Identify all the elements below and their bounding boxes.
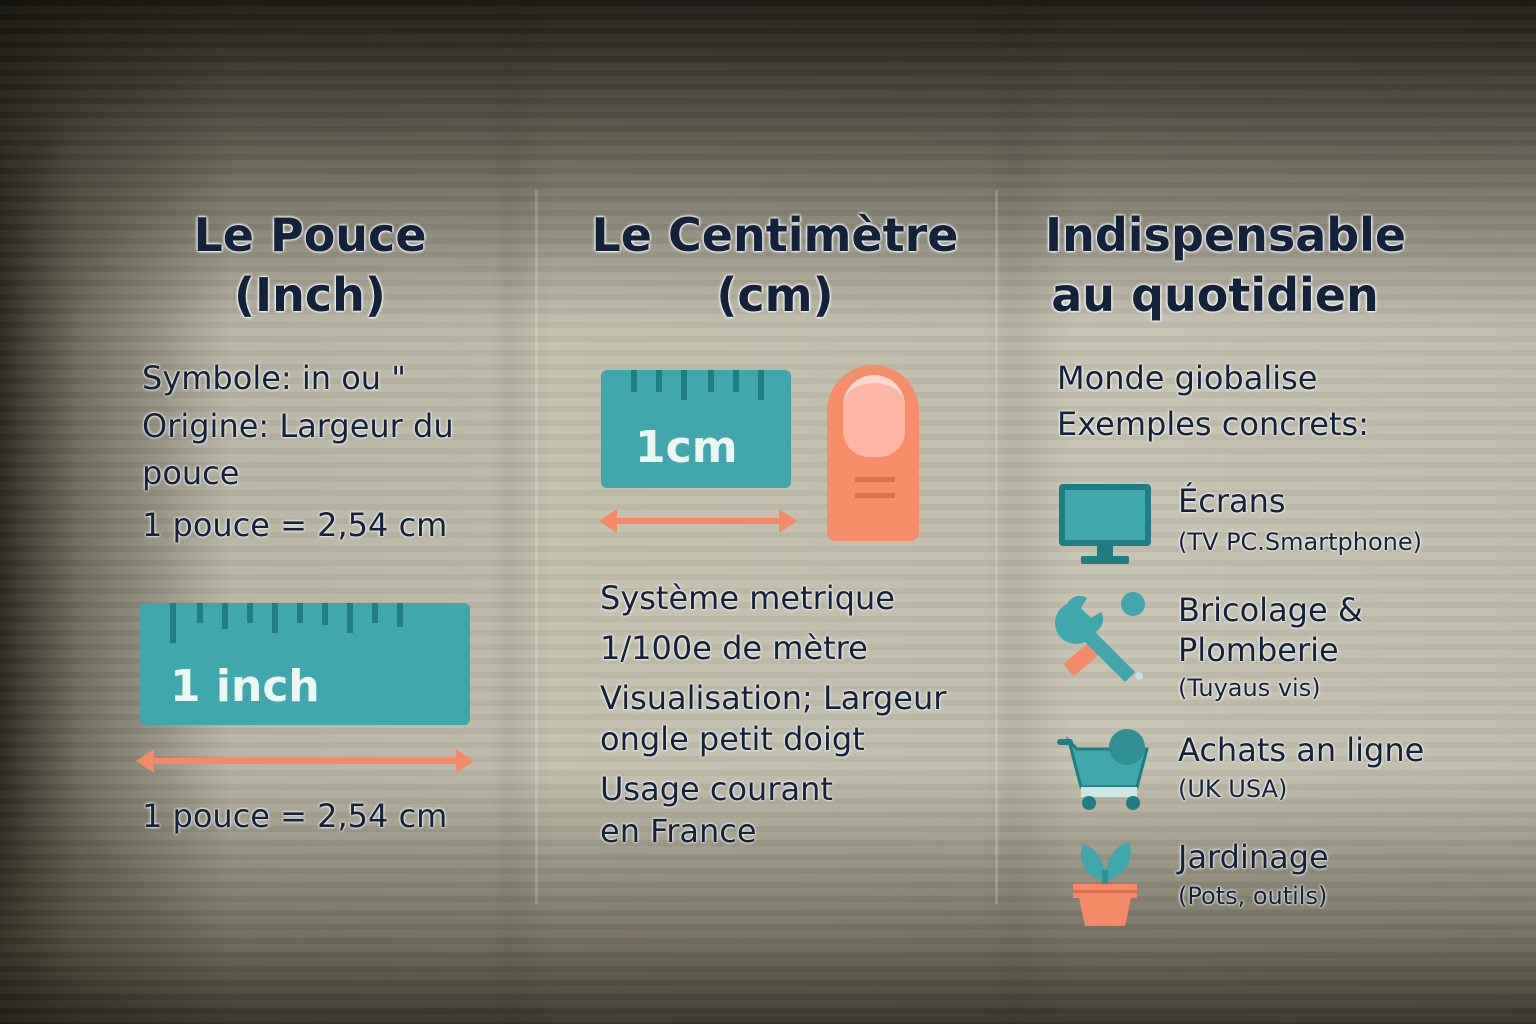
title-line: Indispensable xyxy=(1045,208,1407,262)
daily-intro: Monde giobalise Exemples concrets: xyxy=(1057,355,1369,448)
tools-icon xyxy=(1055,592,1145,682)
ruler-label: 1cm xyxy=(635,422,738,473)
example-title: Achats an ligne xyxy=(1178,731,1425,769)
ruler-tick xyxy=(347,603,353,633)
ruler-tick xyxy=(681,370,687,400)
example-subtitle: (TV PC.Smartphone) xyxy=(1178,528,1422,556)
example-diy-plumbing: Bricolage & Plomberie (Tuyaus vis) xyxy=(1045,590,1465,710)
column-title: Le Pouce (Inch) xyxy=(130,205,490,325)
ruler-tick xyxy=(733,370,739,392)
ruler-tick xyxy=(247,603,253,623)
column-divider xyxy=(995,190,998,904)
example-title: Bricolage & Plomberie xyxy=(1178,590,1363,670)
example-title: Écrans xyxy=(1178,482,1286,520)
ruler-tick xyxy=(297,603,303,623)
ruler-tick xyxy=(170,603,176,643)
column-daily-use: Indispensable au quotidien Monde giobali… xyxy=(1045,205,1465,926)
title-line: Plomberie xyxy=(1178,631,1339,669)
title-line: Bricolage & xyxy=(1178,591,1363,629)
example-subtitle: (Pots, outils) xyxy=(1178,882,1328,910)
ruler-tick xyxy=(372,603,378,623)
column-divider xyxy=(535,190,538,904)
column-title: Indispensable au quotidien xyxy=(1045,205,1407,325)
ruler-tick xyxy=(222,603,228,629)
knuckle-line xyxy=(855,493,895,498)
monitor-icon xyxy=(1059,484,1151,564)
ruler-label: 1 inch xyxy=(170,661,320,712)
ruler-tick xyxy=(322,603,328,625)
example-title: Jardinage xyxy=(1178,838,1329,876)
ruler-tick xyxy=(197,603,203,623)
fact-conversion: 1 pouce = 2,54 cm xyxy=(142,506,448,545)
inch-facts: Symbole: in ou " Origine: Largeur du pou… xyxy=(142,355,502,549)
cm-facts: Système metrique 1/100e de mètre Visuali… xyxy=(600,575,980,852)
inch-caption: 1 pouce = 2,54 cm xyxy=(142,797,448,835)
fact-usage-cont: en France xyxy=(600,811,757,850)
example-gardening: Jardinage (Pots, outils) xyxy=(1045,830,1465,930)
ruler-tick xyxy=(272,603,278,633)
ruler-tick xyxy=(631,370,637,392)
fact-system: Système metrique xyxy=(600,579,895,617)
title-line: au quotidien xyxy=(1051,268,1379,322)
ruler-tick xyxy=(708,370,714,392)
finger-icon xyxy=(827,365,919,541)
ruler-icon: 1cm xyxy=(601,370,791,488)
double-arrow-icon xyxy=(599,509,797,533)
fact-fraction: 1/100e de mètre xyxy=(600,629,868,668)
title-line: (Inch) xyxy=(234,268,386,322)
ruler-tick xyxy=(656,370,662,392)
intro-globalised: Monde giobalise xyxy=(1057,359,1318,397)
plant-pot-icon xyxy=(1073,842,1137,926)
ruler-tick xyxy=(397,603,403,627)
example-screens: Écrans (TV PC.Smartphone) xyxy=(1045,480,1465,570)
fact-visualisation-cont: ongle petit doigt xyxy=(600,720,865,759)
fingernail xyxy=(843,375,905,457)
column-centimeter: Le Centimètre (cm) 1cm Système metrique … xyxy=(585,205,965,850)
example-subtitle: (Tuyaus vis) xyxy=(1178,674,1321,702)
fact-origin-cont: pouce xyxy=(142,453,240,492)
column-title: Le Centimètre (cm) xyxy=(585,205,965,325)
fact-symbol: Symbole: in ou " xyxy=(142,359,406,397)
title-line: Le Pouce xyxy=(193,208,427,262)
example-subtitle: (UK USA) xyxy=(1178,775,1288,803)
fact-usage: Usage courant xyxy=(600,769,833,808)
knuckle-line xyxy=(855,477,895,482)
ruler-icon: 1 inch xyxy=(140,603,470,725)
intro-examples: Exemples concrets: xyxy=(1057,405,1369,444)
title-line: (cm) xyxy=(716,268,834,322)
fact-origin: Origine: Largeur du xyxy=(142,407,454,446)
double-arrow-icon xyxy=(136,749,474,773)
title-line: Le Centimètre xyxy=(591,208,959,262)
fact-visualisation: Visualisation; Largeur xyxy=(600,678,947,717)
column-inch: Le Pouce (Inch) Symbole: in ou " Origine… xyxy=(130,205,490,835)
ruler-tick xyxy=(758,370,764,400)
cart-icon xyxy=(1057,729,1149,810)
example-online-shopping: Achats an ligne (UK USA) xyxy=(1045,725,1465,815)
